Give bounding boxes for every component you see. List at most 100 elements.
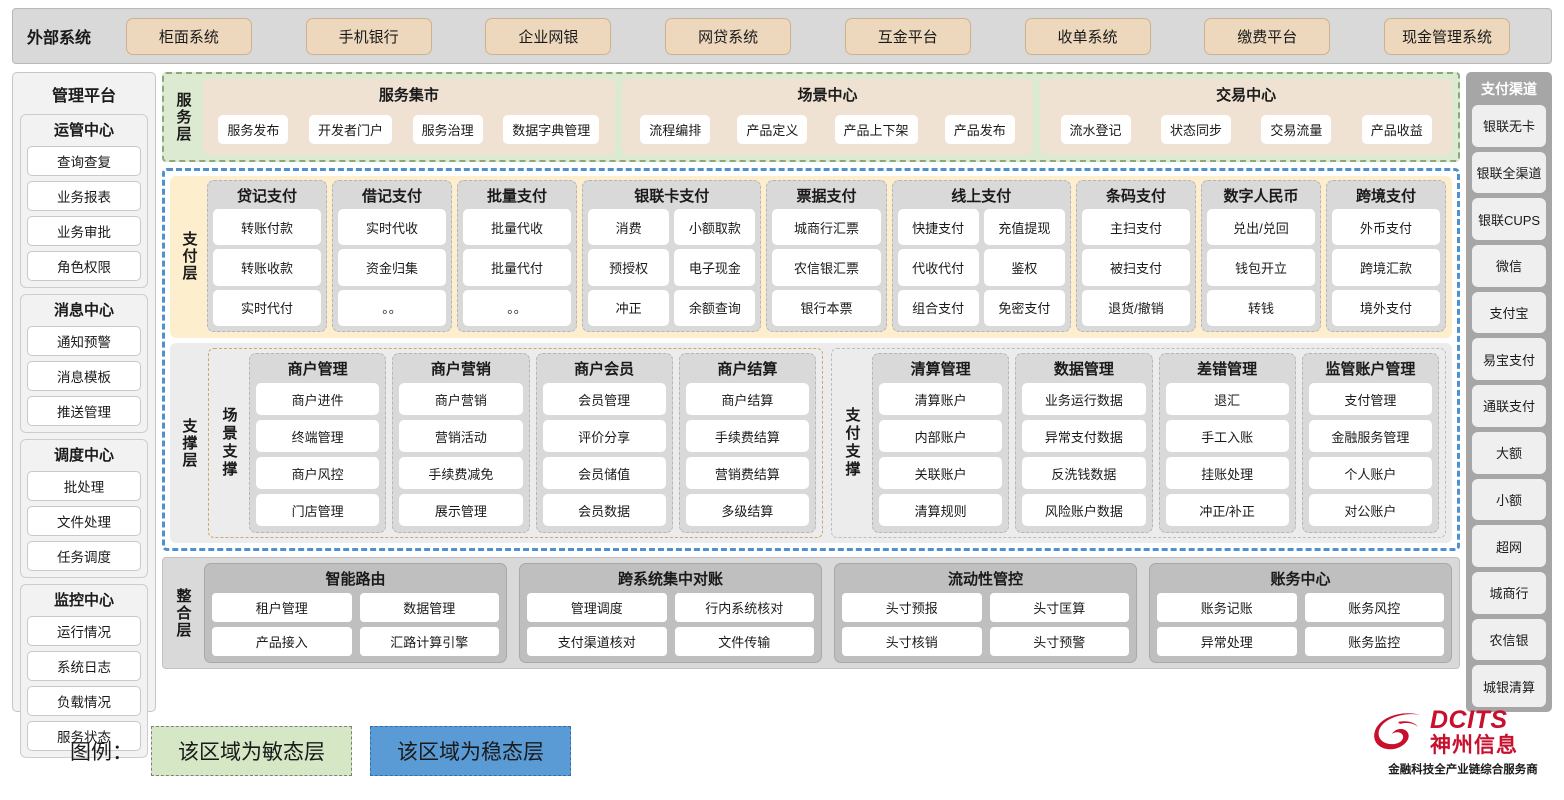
integration-cell[interactable]: 账务记账 [1157, 593, 1297, 622]
support-cell[interactable]: 反洗钱数据 [1022, 457, 1146, 489]
pay-cell[interactable]: 冲正 [588, 289, 670, 326]
integration-cell[interactable]: 账务风控 [1304, 593, 1444, 622]
pay-cell[interactable]: 电子现金 [674, 249, 756, 286]
support-cell[interactable]: 风险账户数据 [1022, 494, 1146, 526]
pay-cell[interactable]: 主扫支付 [1081, 209, 1190, 246]
support-cell[interactable]: 手续费减免 [399, 457, 523, 489]
management-item[interactable]: 任务调度 [27, 541, 141, 571]
integration-cell[interactable]: 行内系统核对 [674, 593, 814, 622]
integration-cell[interactable]: 产品接入 [212, 627, 352, 656]
payment-channel-item[interactable]: 银联CUPS [1472, 198, 1546, 241]
pay-cell[interactable]: 余额查询 [674, 289, 756, 326]
integration-cell[interactable]: 汇路计算引擎 [359, 627, 499, 656]
support-cell[interactable]: 异常支付数据 [1022, 420, 1146, 452]
integration-cell[interactable]: 异常处理 [1157, 627, 1297, 656]
support-cell[interactable]: 展示管理 [399, 494, 523, 526]
service-chip[interactable]: 数据字典管理 [503, 114, 600, 144]
management-item[interactable]: 角色权限 [27, 251, 141, 281]
payment-channel-item[interactable]: 大额 [1472, 431, 1546, 474]
service-chip[interactable]: 产品定义 [737, 114, 808, 144]
pay-cell[interactable]: 批量代付 [463, 249, 572, 286]
support-cell[interactable]: 挂账处理 [1165, 457, 1289, 489]
service-chip[interactable]: 服务治理 [412, 114, 483, 144]
service-chip[interactable]: 开发者门户 [308, 114, 392, 144]
support-cell[interactable]: 关联账户 [879, 457, 1003, 489]
support-cell[interactable]: 对公账户 [1308, 494, 1432, 526]
support-cell[interactable]: 营销活动 [399, 420, 523, 452]
pay-cell[interactable]: 钱包开立 [1206, 249, 1315, 286]
management-item[interactable]: 消息模板 [27, 361, 141, 391]
payment-channel-item[interactable]: 通联支付 [1472, 385, 1546, 427]
pay-cell[interactable]: 。。 [463, 289, 572, 326]
payment-channel-item[interactable]: 银联全渠道 [1472, 151, 1546, 194]
management-item[interactable]: 业务报表 [27, 181, 141, 211]
pay-cell[interactable]: 转账收款 [213, 249, 322, 286]
pay-cell[interactable]: 被扫支付 [1081, 249, 1190, 286]
support-cell[interactable]: 评价分享 [542, 420, 666, 452]
payment-channel-item[interactable]: 城商行 [1472, 571, 1546, 614]
support-cell[interactable]: 手工入账 [1165, 420, 1289, 452]
integration-cell[interactable]: 账务监控 [1304, 627, 1444, 656]
support-cell[interactable]: 退汇 [1165, 383, 1289, 415]
integration-cell[interactable]: 管理调度 [527, 593, 667, 622]
pay-cell[interactable]: 预授权 [588, 249, 670, 286]
support-cell[interactable]: 清算规则 [879, 494, 1003, 526]
payment-channel-item[interactable]: 支付宝 [1472, 291, 1546, 334]
payment-channel-item[interactable]: 超网 [1472, 525, 1546, 567]
external-system-chip[interactable]: 企业网银 [485, 17, 612, 55]
pay-cell[interactable]: 实时代收 [338, 209, 447, 246]
pay-cell[interactable]: 资金归集 [338, 249, 447, 286]
payment-channel-item[interactable]: 小额 [1472, 478, 1546, 521]
pay-cell[interactable]: 银行本票 [772, 289, 881, 326]
support-cell[interactable]: 个人账户 [1308, 457, 1432, 489]
management-item[interactable]: 通知预警 [27, 326, 141, 356]
pay-cell[interactable]: 境外支付 [1331, 289, 1440, 326]
pay-cell[interactable]: 组合支付 [897, 289, 979, 326]
management-item[interactable]: 运行情况 [27, 616, 141, 646]
management-item[interactable]: 文件处理 [27, 506, 141, 536]
pay-cell[interactable]: 实时代付 [213, 289, 322, 326]
support-cell[interactable]: 商户风控 [256, 457, 380, 489]
service-chip[interactable]: 状态同步 [1160, 114, 1231, 144]
pay-cell[interactable]: 小额取款 [674, 209, 756, 246]
service-chip[interactable]: 交易流量 [1261, 114, 1332, 144]
pay-cell[interactable]: 兑出/兑回 [1206, 209, 1315, 246]
service-chip[interactable]: 产品收益 [1361, 114, 1432, 144]
support-cell[interactable]: 会员数据 [542, 494, 666, 526]
pay-cell[interactable]: 代收代付 [897, 249, 979, 286]
pay-cell[interactable]: 批量代收 [463, 209, 572, 246]
integration-cell[interactable]: 头寸匡算 [989, 593, 1129, 622]
support-cell[interactable]: 内部账户 [879, 420, 1003, 452]
payment-channel-item[interactable]: 易宝支付 [1472, 338, 1546, 381]
external-system-chip[interactable]: 缴费平台 [1204, 17, 1331, 55]
integration-cell[interactable]: 头寸核销 [842, 627, 982, 656]
support-cell[interactable]: 业务运行数据 [1022, 383, 1146, 415]
management-item[interactable]: 批处理 [27, 471, 141, 501]
management-item[interactable]: 负载情况 [27, 686, 141, 716]
pay-cell[interactable]: 转钱 [1206, 289, 1315, 326]
payment-channel-item[interactable]: 农信银 [1472, 618, 1546, 661]
external-system-chip[interactable]: 网贷系统 [665, 17, 792, 55]
support-cell[interactable]: 支付管理 [1308, 383, 1432, 415]
pay-cell[interactable]: 消费 [588, 209, 670, 246]
management-item[interactable]: 业务审批 [27, 216, 141, 246]
payment-channel-item[interactable]: 城银清算 [1472, 665, 1546, 707]
pay-cell[interactable]: 鉴权 [983, 249, 1065, 286]
support-cell[interactable]: 商户营销 [399, 383, 523, 415]
external-system-chip[interactable]: 手机银行 [305, 17, 432, 55]
pay-cell[interactable]: 退货/撤销 [1081, 289, 1190, 326]
integration-cell[interactable]: 头寸预报 [842, 593, 982, 622]
management-item[interactable]: 推送管理 [27, 396, 141, 426]
management-item[interactable]: 查询查复 [27, 146, 141, 176]
support-cell[interactable]: 商户进件 [256, 383, 380, 415]
external-system-chip[interactable]: 柜面系统 [125, 17, 252, 55]
support-cell[interactable]: 清算账户 [879, 383, 1003, 415]
service-chip[interactable]: 服务发布 [218, 114, 289, 144]
support-cell[interactable]: 门店管理 [256, 494, 380, 526]
support-cell[interactable]: 冲正/补正 [1165, 494, 1289, 526]
integration-cell[interactable]: 支付渠道核对 [527, 627, 667, 656]
external-system-chip[interactable]: 收单系统 [1024, 17, 1151, 55]
pay-cell[interactable]: 农信银汇票 [772, 249, 881, 286]
payment-channel-item[interactable]: 微信 [1472, 245, 1546, 287]
support-cell[interactable]: 会员管理 [542, 383, 666, 415]
